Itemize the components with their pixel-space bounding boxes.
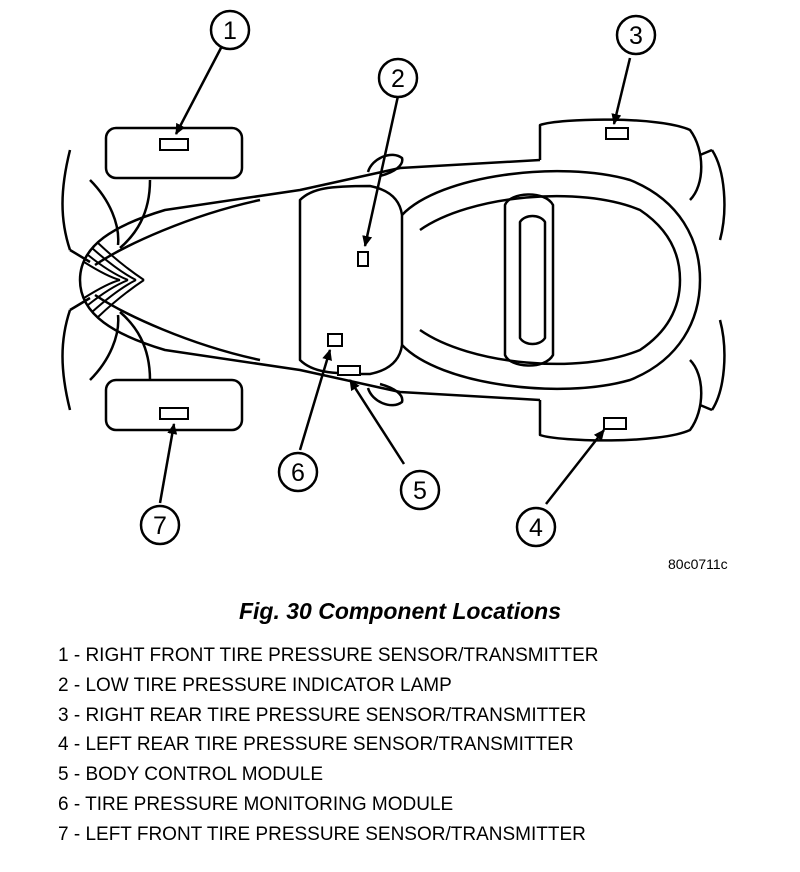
legend-item-2: 2 - LOW TIRE PRESSURE INDICATOR LAMP xyxy=(58,674,452,696)
tire-left-front xyxy=(104,378,244,432)
legend-item-1: 1 - RIGHT FRONT TIRE PRESSURE SENSOR/TRA… xyxy=(58,645,599,666)
indicator-lamp-marker xyxy=(357,251,369,267)
callout-2-number: 2 xyxy=(391,65,405,93)
callout-7-number: 7 xyxy=(153,512,167,540)
legend-item-3: 3 - RIGHT REAR TIRE PRESSURE SENSOR/TRAN… xyxy=(58,704,587,726)
vehicle-component-diagram: 1 2 3 4 5 6 7 xyxy=(61,9,726,548)
right-rear-sensor-marker xyxy=(605,127,629,140)
body-control-module-marker xyxy=(337,365,361,376)
figure-title: Fig. 30 Component Locations xyxy=(238,598,561,624)
callout-7: 7 xyxy=(139,504,181,546)
legend-item-5: 5 - BODY CONTROL MODULE xyxy=(58,764,323,786)
callout-4: 4 xyxy=(515,506,557,548)
callout-1-number: 1 xyxy=(223,17,237,45)
legend-list: 1 - RIGHT FRONT TIRE PRESSURE SENSOR/TRA… xyxy=(58,641,599,850)
callout-3-number: 3 xyxy=(629,22,643,50)
callout-1: 1 xyxy=(209,9,251,51)
legend-item-6: 6 - TIRE PRESSURE MONITORING MODULE xyxy=(58,793,454,815)
callout-6: 6 xyxy=(277,451,319,493)
callout-4-number: 4 xyxy=(529,514,543,542)
figure-reference-code: 80c0711c xyxy=(668,556,728,572)
left-rear-sensor-marker xyxy=(603,417,627,430)
callout-5-number: 5 xyxy=(413,477,427,505)
monitoring-module-marker xyxy=(327,333,343,347)
legend-item-4: 4 - LEFT REAR TIRE PRESSURE SENSOR/TRANS… xyxy=(58,734,574,756)
callout-5: 5 xyxy=(399,469,441,511)
callout-2: 2 xyxy=(377,57,419,99)
callout-3: 3 xyxy=(615,14,657,56)
vehicle-body xyxy=(61,118,726,442)
legend-item-7: 7 - LEFT FRONT TIRE PRESSURE SENSOR/TRAN… xyxy=(58,823,586,845)
tire-right-front xyxy=(104,126,244,180)
callout-6-number: 6 xyxy=(291,459,305,487)
